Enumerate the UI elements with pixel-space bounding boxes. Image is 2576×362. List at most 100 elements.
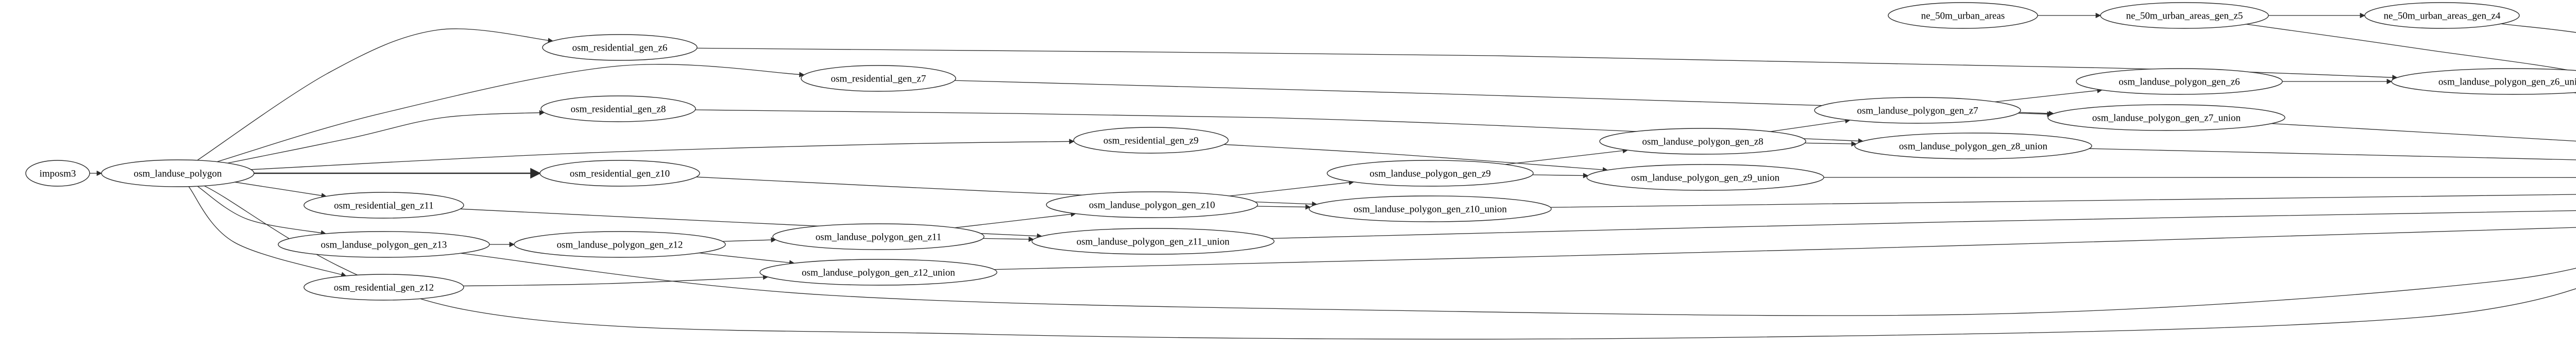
- table-node-osm_landuse_polygon_gen_z12: osm_landuse_polygon_gen_z12: [514, 231, 726, 258]
- edge-osm_landuse_polygon_gen_z9-to-osm_landuse_polygon_gen_z9_union: [1532, 173, 1589, 178]
- osm_landuse_polygon_gen_z13-ellipse: [278, 231, 490, 258]
- table-node-osm_residential_gen_z6: osm_residential_gen_z6: [542, 34, 698, 61]
- osm_landuse_polygon_gen_z8-label: osm_landuse_polygon_gen_z8: [1642, 136, 1763, 147]
- table-node-osm_landuse_polygon_gen_z6: osm_landuse_polygon_gen_z6: [2076, 68, 2283, 95]
- edge-osm_landuse_polygon_gen_z12_union-to-layer_landuse-z12: [994, 227, 2576, 270]
- osm_landuse_polygon_gen_z11-ellipse: [772, 223, 985, 250]
- ne_50m_urban_areas_gen_z5-label: ne_50m_urban_areas_gen_z5: [2126, 10, 2243, 21]
- edge-osm_landuse_polygon_gen_z7-to-osm_landuse_polygon_gen_z6: [1994, 88, 2103, 103]
- osm_landuse_polygon_gen_z11_union-ellipse: [1031, 228, 1275, 255]
- edge-osm_landuse_polygon-to-osm_residential_gen_z9: [251, 139, 1075, 170]
- edge-osm_landuse_polygon_gen_z10-to-osm_landuse_polygon_gen_z9: [1229, 179, 1354, 196]
- edge-osm_landuse_polygon_gen_z10-to-osm_landuse_polygon_gen_z10_union: [1257, 204, 1311, 210]
- edge-osm_landuse_polygon-to-osm_residential_gen_z8: [227, 110, 545, 163]
- osm_landuse_polygon_gen_z7_union-label: osm_landuse_polygon_gen_z7_union: [2092, 112, 2241, 123]
- ne_50m_urban_areas_gen_z5-ellipse: [2100, 2, 2269, 29]
- edge-osm_landuse_polygon_gen_z11_union-to-layer_landuse-z11: [1271, 210, 2576, 239]
- osm_landuse_polygon_gen_z8-ellipse: [1599, 128, 1806, 155]
- edge-osm_landuse_polygon-to-osm_landuse_polygon_gen_z13: [197, 186, 327, 236]
- table-node-ne_50m_urban_areas_gen_z5: ne_50m_urban_areas_gen_z5: [2100, 2, 2269, 29]
- table-node-osm_residential_gen_z10: osm_residential_gen_z10: [539, 160, 700, 187]
- osm_landuse_polygon_gen_z6_union-ellipse: [2391, 68, 2576, 95]
- osm_landuse_polygon-label: osm_landuse_polygon: [134, 168, 222, 179]
- edge-osm_landuse_polygon-to-layer_landuse-z14+: [204, 185, 2576, 340]
- table-node-osm_landuse_polygon_gen_z9_union: osm_landuse_polygon_gen_z9_union: [1586, 164, 1824, 191]
- osm_residential_gen_z7-ellipse: [801, 65, 956, 92]
- edge-osm_landuse_polygon_gen_z7-to-osm_landuse_polygon_gen_z7_union: [2018, 111, 2053, 117]
- osm_landuse_polygon_gen_z12-ellipse: [514, 231, 726, 258]
- table-node-osm_landuse_polygon_gen_z8_union: osm_landuse_polygon_gen_z8_union: [1854, 133, 2092, 159]
- osm_landuse_polygon_gen_z12_union-label: osm_landuse_polygon_gen_z12_union: [802, 267, 955, 278]
- ne_50m_urban_areas_gen_z4-ellipse: [2364, 2, 2520, 29]
- osm_residential_gen_z8-ellipse: [540, 95, 696, 122]
- edge-ne_50m_urban_areas_gen_z4-to-layer_landuse-z4: [2501, 23, 2576, 33]
- table-node-osm_landuse_polygon_gen_z11: osm_landuse_polygon_gen_z11: [772, 223, 985, 250]
- table-node-osm_residential_gen_z11: osm_residential_gen_z11: [303, 192, 464, 219]
- table-node-osm_residential_gen_z9: osm_residential_gen_z9: [1073, 127, 1229, 154]
- table-node-osm_landuse_polygon_gen_z13: osm_landuse_polygon_gen_z13: [278, 231, 490, 258]
- imposm3-ellipse: [25, 160, 90, 187]
- ne_50m_urban_areas-label: ne_50m_urban_areas: [1921, 10, 2005, 21]
- osm_residential_gen_z11-label: osm_residential_gen_z11: [334, 200, 433, 211]
- osm_landuse_polygon_gen_z8_union-label: osm_landuse_polygon_gen_z8_union: [1899, 141, 2048, 152]
- table-node-osm_landuse_polygon_gen_z9: osm_landuse_polygon_gen_z9: [1327, 160, 1534, 187]
- osm_residential_gen_z11-ellipse: [303, 192, 464, 219]
- table-node-osm_landuse_polygon_gen_z7_union: osm_landuse_polygon_gen_z7_union: [2047, 104, 2285, 131]
- table-node-osm_residential_gen_z8: osm_residential_gen_z8: [540, 95, 696, 122]
- osm_landuse_polygon_gen_z10-label: osm_landuse_polygon_gen_z10: [1089, 200, 1215, 210]
- ne_50m_urban_areas_gen_z4-label: ne_50m_urban_areas_gen_z4: [2384, 10, 2501, 21]
- osm_residential_gen_z10-label: osm_residential_gen_z10: [570, 168, 670, 179]
- osm_landuse_polygon_gen_z12_union-ellipse: [759, 259, 997, 286]
- edge-osm_landuse_polygon_gen_z8-to-osm_landuse_polygon_gen_z7: [1770, 118, 1851, 132]
- osm_residential_gen_z12-ellipse: [303, 274, 464, 301]
- osm_landuse_polygon_gen_z7-label: osm_landuse_polygon_gen_z7: [1857, 105, 1978, 116]
- ne_50m_urban_areas-ellipse: [1888, 2, 2038, 29]
- table-node-osm_residential_gen_z7: osm_residential_gen_z7: [801, 65, 956, 92]
- osm_landuse_polygon_gen_z8_union-ellipse: [1854, 133, 2092, 159]
- osm_landuse_polygon_gen_z10_union-label: osm_landuse_polygon_gen_z10_union: [1353, 204, 1507, 215]
- edge-osm_landuse_polygon-to-osm_residential_gen_z12: [188, 186, 347, 277]
- edge-osm_residential_gen_z9-to-osm_landuse_polygon_gen_z9_union: [1224, 144, 1608, 173]
- table-node-osm_landuse_polygon_gen_z10: osm_landuse_polygon_gen_z10: [1046, 191, 1258, 218]
- osm_landuse_polygon_gen_z6_union-label: osm_landuse_polygon_gen_z6_union: [2438, 76, 2576, 87]
- osm_residential_gen_z6-ellipse: [542, 34, 698, 61]
- edge-ne_50m_urban_areas_gen_z5-to-layer_landuse-z5: [2246, 24, 2576, 72]
- edge-osm_landuse_polygon_gen_z8-to-osm_landuse_polygon_gen_z8_union: [1805, 141, 1857, 147]
- osm_residential_gen_z7-label: osm_residential_gen_z7: [831, 73, 926, 84]
- osm_landuse_polygon-ellipse: [101, 159, 255, 187]
- osm_residential_gen_z9-label: osm_residential_gen_z9: [1104, 135, 1199, 146]
- edge-osm_landuse_polygon_gen_z11-to-osm_landuse_polygon_gen_z11_union: [983, 236, 1034, 242]
- table-node-osm_landuse_polygon_gen_z11_union: osm_landuse_polygon_gen_z11_union: [1031, 228, 1275, 255]
- osm_landuse_polygon_gen_z6-label: osm_landuse_polygon_gen_z6: [2119, 76, 2240, 87]
- osm_landuse_polygon_gen_z9-ellipse: [1327, 160, 1534, 187]
- edge-osm_landuse_polygon-to-osm_residential_gen_z6: [197, 28, 554, 161]
- osm_residential_gen_z6-label: osm_residential_gen_z6: [572, 42, 668, 53]
- table-node-osm_landuse_polygon_gen_z8: osm_landuse_polygon_gen_z8: [1599, 128, 1806, 155]
- osm_residential_gen_z10-ellipse: [539, 160, 700, 187]
- table-node-ne_50m_urban_areas: ne_50m_urban_areas: [1888, 2, 2038, 29]
- edge-osm_landuse_polygon-to-osm_residential_gen_z11: [234, 182, 327, 199]
- table-node-osm_landuse_polygon_gen_z7: osm_landuse_polygon_gen_z7: [1814, 97, 2021, 124]
- edge-osm_landuse_polygon_gen_z7_union-to-layer_landuse-z7: [2271, 123, 2576, 142]
- edge-osm_landuse_polygon_gen_z12-to-osm_landuse_polygon_gen_z11: [722, 237, 776, 243]
- osm_landuse_polygon_gen_z10-ellipse: [1046, 191, 1258, 218]
- table-node-imposm3: imposm3: [25, 160, 90, 187]
- table-node-osm_landuse_polygon_gen_z10_union: osm_landuse_polygon_gen_z10_union: [1309, 195, 1552, 222]
- table-node-osm_landuse_polygon_gen_z12_union: osm_landuse_polygon_gen_z12_union: [759, 259, 997, 286]
- osm_landuse_polygon_gen_z11_union-label: osm_landuse_polygon_gen_z11_union: [1077, 236, 1230, 247]
- edge-osm_residential_gen_z12-to-osm_landuse_polygon_gen_z12_union: [463, 274, 769, 287]
- table-node-osm_residential_gen_z12: osm_residential_gen_z12: [303, 274, 464, 301]
- table-node-ne_50m_urban_areas_gen_z4: ne_50m_urban_areas_gen_z4: [2364, 2, 2520, 29]
- osm_landuse_polygon_gen_z13-label: osm_landuse_polygon_gen_z13: [321, 239, 447, 250]
- edge-osm_landuse_polygon_gen_z9-to-osm_landuse_polygon_gen_z8: [1505, 148, 1629, 165]
- osm_landuse_polygon_gen_z12-label: osm_landuse_polygon_gen_z12: [557, 239, 683, 250]
- edge-osm_landuse_polygon_gen_z11-to-osm_landuse_polygon_gen_z10: [955, 211, 1076, 228]
- osm_landuse_polygon_gen_z9_union-label: osm_landuse_polygon_gen_z9_union: [1631, 172, 1780, 183]
- imposm3-label: imposm3: [40, 168, 76, 179]
- osm_residential_gen_z9-ellipse: [1073, 127, 1229, 154]
- table-node-osm_landuse_polygon: osm_landuse_polygon: [101, 159, 255, 187]
- osm_residential_gen_z12-label: osm_residential_gen_z12: [334, 282, 434, 293]
- osm_landuse_polygon_gen_z9_union-ellipse: [1586, 164, 1824, 191]
- osm_landuse_polygon_gen_z9-label: osm_landuse_polygon_gen_z9: [1369, 168, 1490, 179]
